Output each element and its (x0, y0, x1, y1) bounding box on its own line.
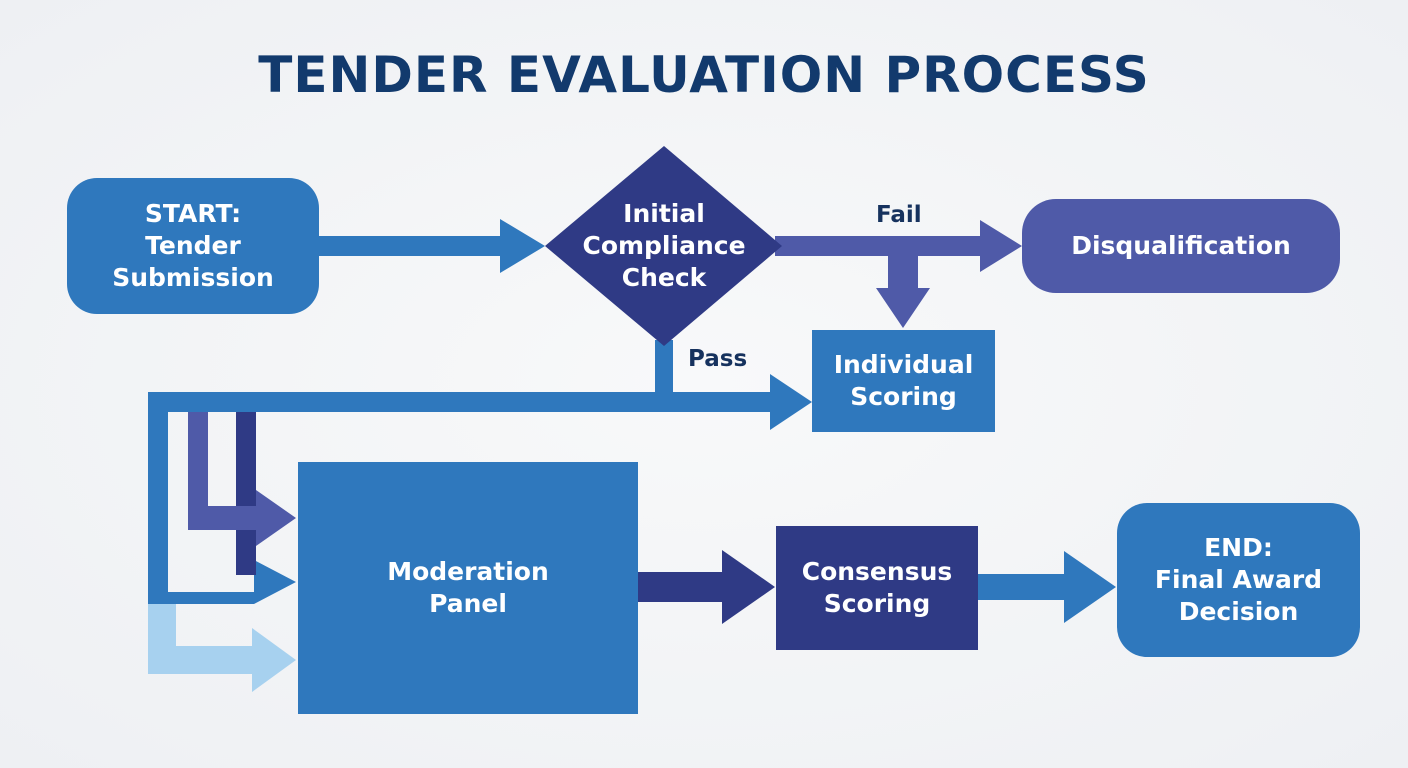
node-compliance-check: Initial Compliance Check (564, 178, 764, 314)
diagram-title: TENDER EVALUATION PROCESS (258, 46, 1150, 104)
node-moderation-panel: Moderation Panel (298, 462, 638, 714)
compliance-diamond-shape (545, 146, 782, 346)
connector-pass-trunk (148, 340, 812, 604)
node-start-label: START: Tender Submission (112, 199, 274, 292)
arrow-consensus-to-end (978, 551, 1116, 623)
node-end-label: END: Final Award Decision (1154, 533, 1323, 626)
node-compliance-check-label: Initial Compliance Check (582, 199, 746, 292)
node-individual-scoring-label: Individual Scoring (833, 350, 974, 411)
arrow-fail-to-disqualification (775, 220, 1022, 272)
arrow-start-to-compliance (318, 219, 545, 273)
node-consensus-scoring-label: Consensus Scoring (801, 557, 953, 618)
node-end: END: Final Award Decision (1117, 503, 1360, 657)
connector-violet-feed (188, 412, 296, 546)
edge-label-fail: Fail (876, 202, 922, 228)
node-start: START: Tender Submission (67, 178, 319, 314)
edge-label-pass: Pass (688, 346, 748, 372)
connector-indigo-feed (236, 412, 256, 575)
connector-light-blue-feed (148, 604, 296, 692)
arrow-moderation-to-consensus (638, 550, 775, 624)
node-disqualification: Disqualification (1022, 199, 1340, 293)
node-moderation-panel-label: Moderation Panel (387, 557, 549, 618)
node-disqualification-label: Disqualification (1071, 231, 1291, 260)
node-individual-scoring: Individual Scoring (812, 330, 995, 432)
arrow-branch-to-individual (876, 256, 930, 328)
node-consensus-scoring: Consensus Scoring (776, 526, 978, 650)
